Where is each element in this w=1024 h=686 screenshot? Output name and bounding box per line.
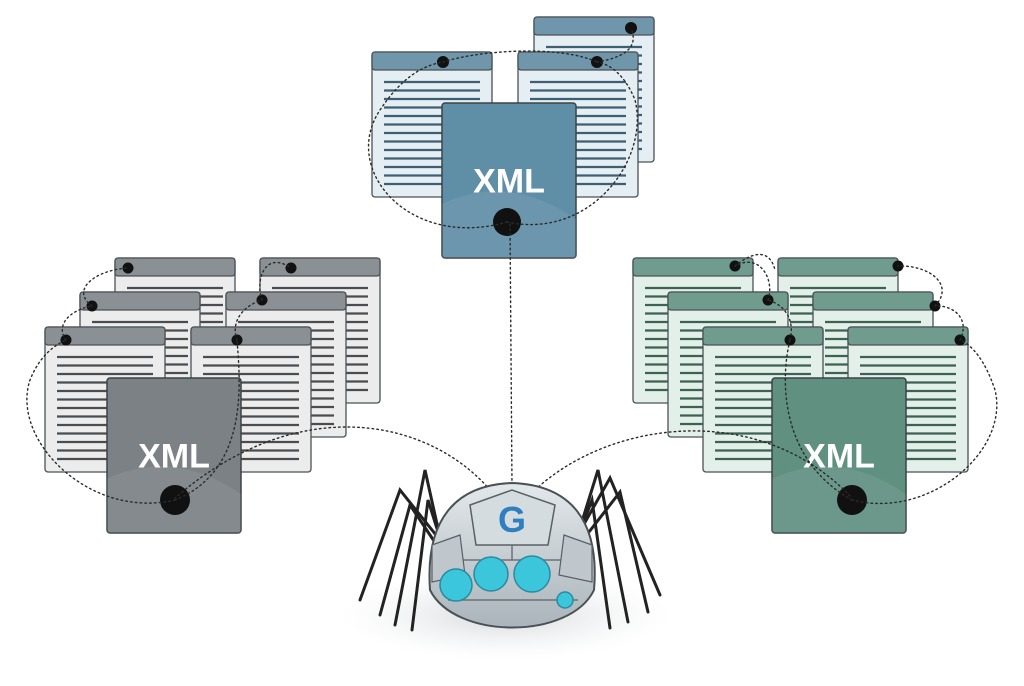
right-page-3-header xyxy=(667,291,789,311)
crawler-logo-letter: G xyxy=(498,499,526,540)
right-link-3 xyxy=(897,265,943,307)
top-page-3-header xyxy=(517,51,639,71)
left-node-1 xyxy=(122,262,134,274)
crawler-eyes xyxy=(439,555,574,609)
top-node-3 xyxy=(625,22,637,34)
link-crawler-to-right xyxy=(534,430,853,499)
left-link-3 xyxy=(83,267,129,307)
right-page-4-header xyxy=(812,291,934,311)
crawler-eye-2 xyxy=(473,556,509,592)
right-link-6 xyxy=(734,261,771,301)
left-hub-document: XML xyxy=(106,377,242,534)
right-hub-document: XML xyxy=(771,377,907,534)
crawler-spider: G xyxy=(340,469,670,660)
document-cluster-top: XML xyxy=(367,16,655,259)
top-page-1-header xyxy=(533,16,655,36)
left-page-4-header xyxy=(225,291,347,311)
left-page-2-header xyxy=(259,257,381,277)
link-crawler-to-top xyxy=(509,221,513,486)
left-node-2 xyxy=(285,262,297,274)
left-link-6 xyxy=(259,261,292,301)
left-hub-document-label: XML xyxy=(138,438,210,476)
right-page-6-header xyxy=(847,326,969,346)
left-page-3-header xyxy=(79,291,201,311)
crawler-shell-side-right xyxy=(558,534,593,583)
right-link-1 xyxy=(851,339,998,505)
right-page-5-header xyxy=(702,326,824,346)
top-link-3 xyxy=(596,27,634,63)
right-page-1-header xyxy=(632,257,754,277)
link-crawler-to-left xyxy=(174,426,491,499)
left-page-6-header xyxy=(190,326,312,346)
right-hub-document-sheet xyxy=(771,377,907,534)
top-hub-document-sheet xyxy=(441,102,577,259)
top-link-2 xyxy=(506,61,638,226)
crawler-eye-1 xyxy=(439,568,473,602)
left-link-5 xyxy=(234,299,263,341)
crawler-eye-3 xyxy=(513,555,551,593)
left-hub-document-sheet xyxy=(106,377,242,534)
left-link-1 xyxy=(26,339,176,504)
right-page-2-header xyxy=(777,257,899,277)
left-page-1-header xyxy=(114,257,236,277)
top-hub-document-label: XML xyxy=(473,163,545,201)
right-link-7 xyxy=(734,253,776,271)
top-page-2-header xyxy=(371,51,493,71)
document-cluster-right: XML xyxy=(632,253,998,534)
document-cluster-left: XML xyxy=(26,257,381,534)
left-page-5-header xyxy=(44,326,166,346)
crawler-eye-4 xyxy=(556,591,574,609)
right-hub-document-label: XML xyxy=(803,438,875,476)
top-link-4 xyxy=(442,50,598,63)
left-link-2 xyxy=(61,305,93,341)
right-link-2 xyxy=(934,305,964,341)
crawl-links xyxy=(174,221,853,499)
crawler-shell-plate xyxy=(469,489,556,546)
right-link-5 xyxy=(767,299,792,341)
left-link-4 xyxy=(174,339,240,501)
right-link-4 xyxy=(784,339,853,501)
